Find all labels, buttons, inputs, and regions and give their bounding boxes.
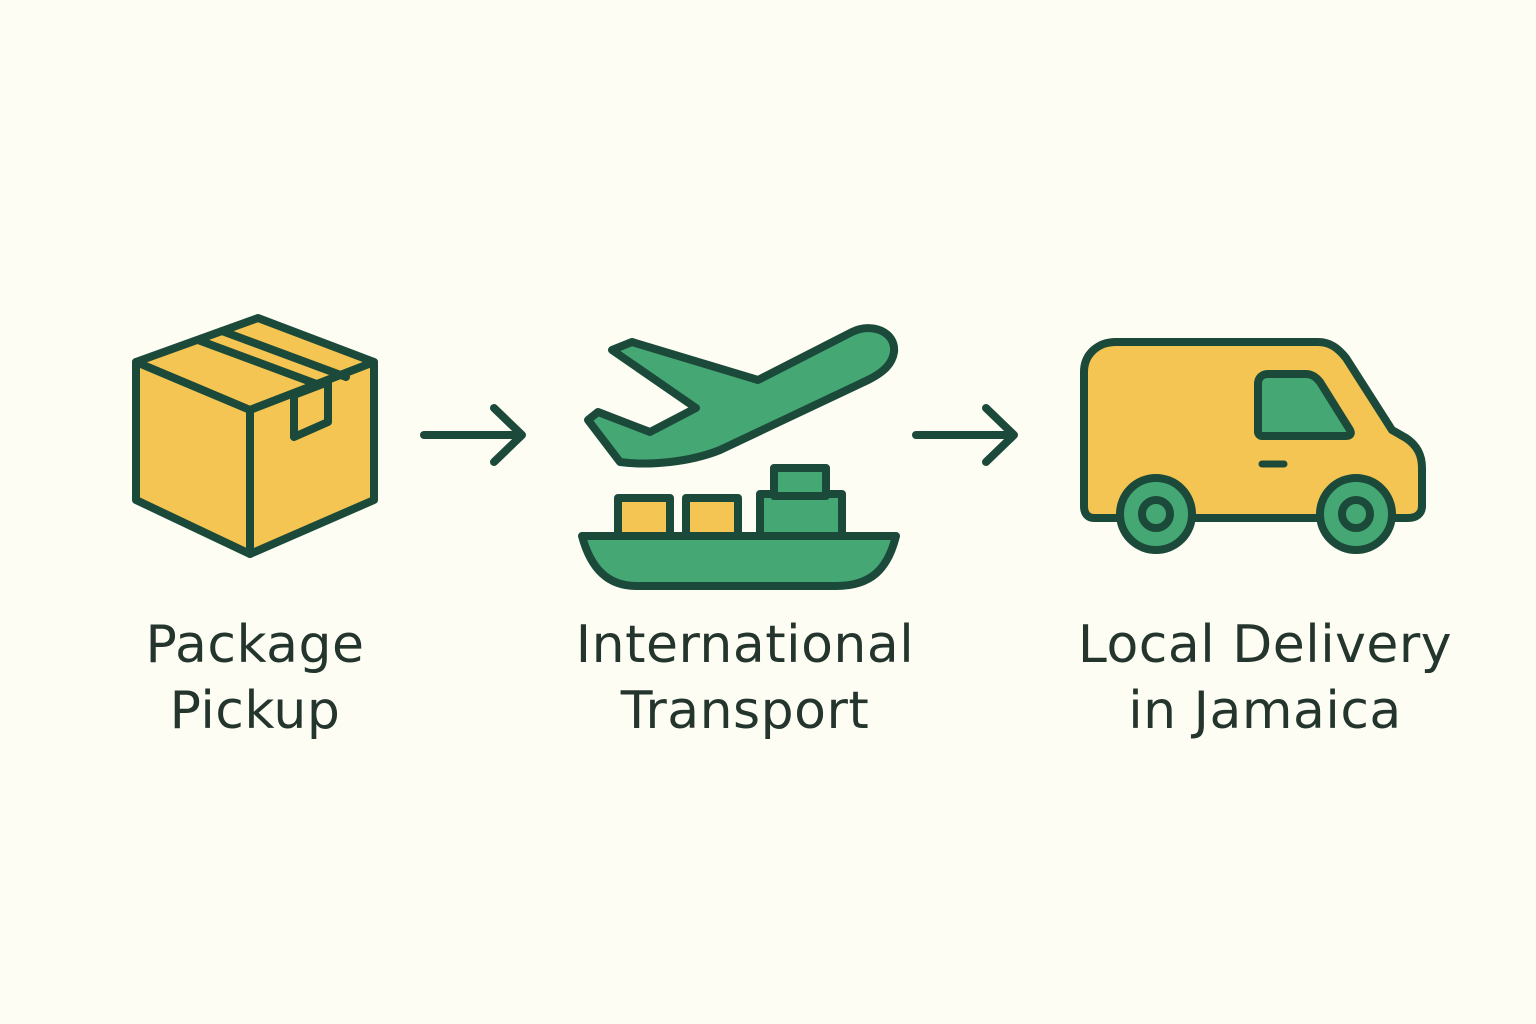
step-label-line: in Jamaica	[1128, 681, 1402, 741]
step-label-local-delivery: Local Delivery in Jamaica	[1040, 612, 1490, 744]
step-label-line: Package	[145, 615, 365, 675]
step-label-line: Local Delivery	[1077, 615, 1453, 675]
step-label-package-pickup: Package Pickup	[105, 612, 405, 744]
ship-icon	[578, 464, 900, 590]
step-label-line: Pickup	[169, 681, 341, 741]
arrow-right-icon	[420, 404, 526, 466]
package-box-icon	[132, 314, 378, 558]
step-label-line: Transport	[620, 681, 870, 741]
step-label-line: International	[575, 615, 915, 675]
step-label-international-transport: International Transport	[540, 612, 950, 744]
airplane-icon	[584, 324, 899, 468]
arrow-right-icon	[912, 404, 1018, 466]
delivery-van-icon	[1080, 338, 1426, 554]
